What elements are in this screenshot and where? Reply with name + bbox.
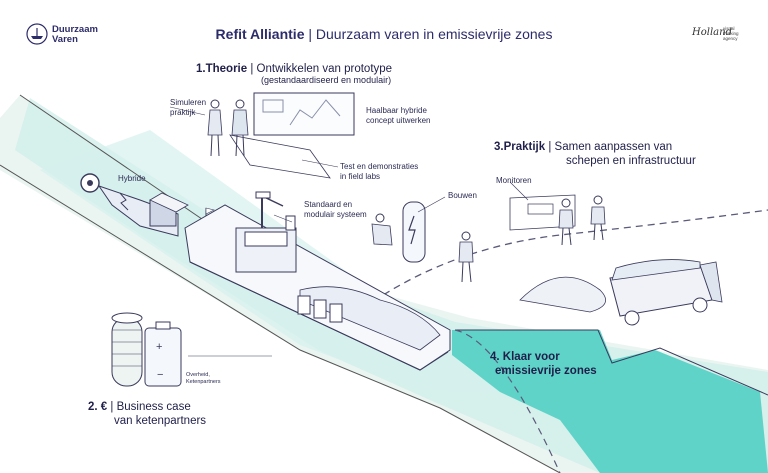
title-separator: | [304,26,316,42]
step-klaar: 4. Klaar voor [490,350,560,364]
page-title: Refit Alliantie | Duurzaam varen in emis… [0,26,768,42]
agency-tagline: visual thinking agency [723,26,739,41]
annotation-standaard: Standaard en modulair systeem [304,200,367,220]
annotation-simuleren: Simuleren praktijk [170,98,206,118]
theorie-separator: | [247,63,257,75]
praktijk-separator: | [545,141,555,153]
praktijk-number: 3. [494,141,504,153]
business-line1: Business case [116,401,191,413]
agency-tagline-1: visual [723,26,735,31]
business-line2: van ketenpartners [114,415,207,427]
praktijk-scene [371,194,606,283]
logo-line-1: Duurzaam [52,24,98,35]
theorie-number: 1. [196,63,206,75]
agency-tagline-3: agency [723,36,738,41]
emission-zone-boundary [334,209,768,331]
clear-water [452,330,768,473]
hybrid-engine [80,173,189,237]
battery-modules [297,295,343,323]
klaar-number: 4. [490,351,500,363]
business-separator: | [107,401,117,413]
logo-text: Duurzaam Varen [52,25,98,45]
battery-cell: + − [144,321,182,387]
haalbaar-line1: Haalbaar hybride [366,106,427,115]
agency-signature: Holland [692,27,732,38]
klaar-line1: Klaar voor [502,351,560,363]
step-business: 2. € | Business case [88,400,191,414]
title-bold: Refit Alliantie [215,26,305,42]
simuleren-line2: praktijk [170,108,196,117]
standaard-line1: Standaard en [304,200,353,209]
sand-pile [519,276,607,313]
theorie-line2: (gestandaardiseerd en modulair) [261,75,392,85]
connector-lines [169,106,529,223]
test-line1: Test en demonstraties [340,162,419,171]
standaard-line2: modulair systeem [304,210,367,219]
klaar-line2: emissievrije zones [495,365,597,377]
overheid-line1: Overheid, [186,372,210,378]
theorie-line1: Ontwikkelen van prototype [256,63,393,75]
theorie-scene [207,92,355,179]
logo-line-2: Varen [52,34,78,45]
simuleren-line1: Simuleren [170,98,207,107]
step-theorie: 1.Theorie | Ontwikkelen van prototype [196,62,392,76]
title-rest: Duurzaam varen in emissievrije zones [315,26,553,42]
annotation-hybride: Hybride [118,174,146,183]
step-praktijk: 3.Praktijk | Samen aanpassen van [494,140,672,154]
haalbaar-line2: concept uitwerken [366,116,431,125]
praktijk-label: Praktijk [503,141,546,153]
duurzaam-varen-logo-icon [26,23,48,45]
truck [609,259,723,326]
agency-tagline-2: thinking [723,31,739,36]
svg-text:+: + [156,341,162,353]
svg-text:−: − [157,369,163,381]
test-line2: in field labs [340,172,381,181]
money-coins [111,312,143,387]
praktijk-line2: schepen en infrastructuur [566,155,696,167]
annotation-overheid: Overheid, Ketenpartners [186,372,221,386]
business-number: 2. € [88,401,108,413]
theorie-label: Theorie [205,63,248,75]
cargo-ship [184,191,451,371]
annotation-monitoren: Monitoren [496,176,532,185]
annotation-haalbaar: Haalbaar hybride concept uitwerken [366,106,430,126]
overheid-line2: Ketenpartners [186,379,221,385]
annotation-bouwen: Bouwen [448,191,477,200]
annotation-test: Test en demonstraties in field labs [340,162,418,182]
praktijk-line1: Samen aanpassen van [554,141,673,153]
